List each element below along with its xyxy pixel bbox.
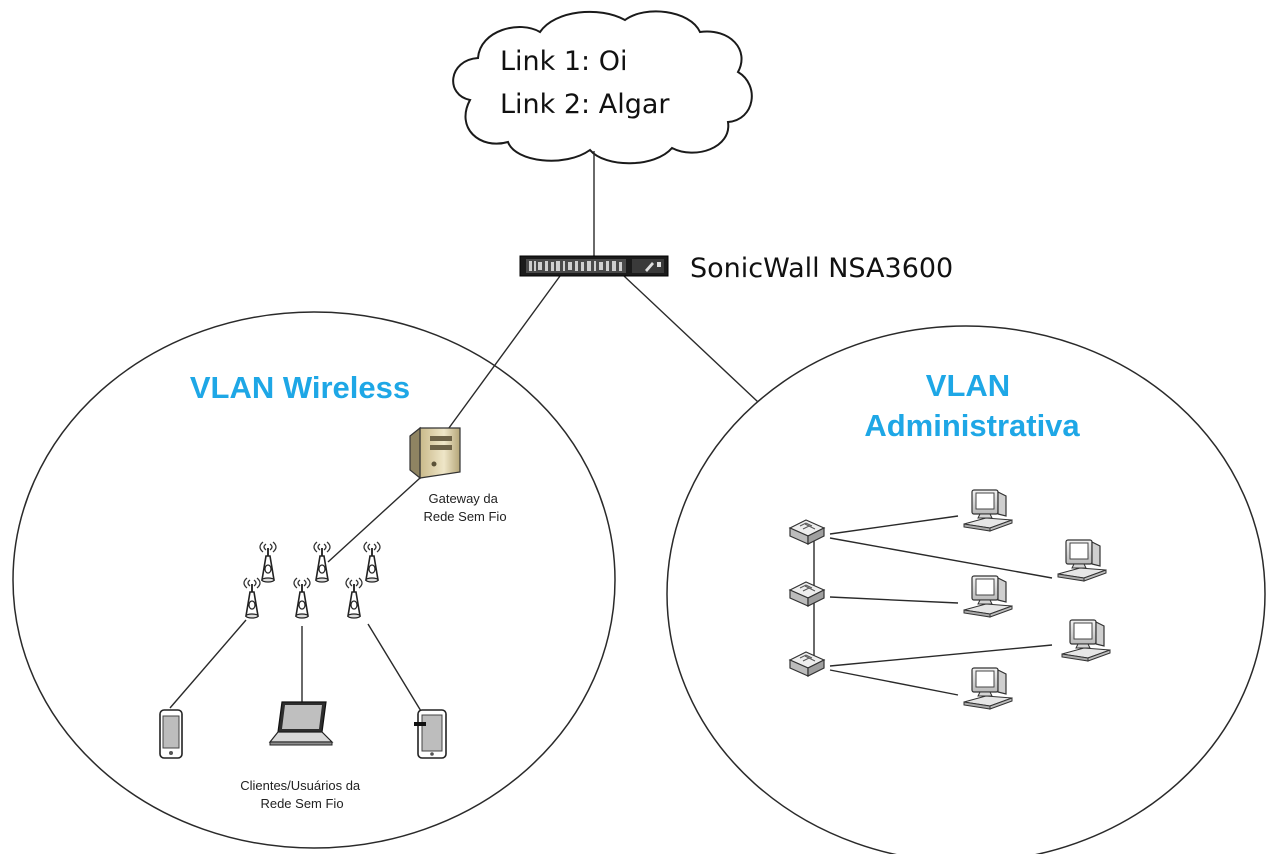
access-point-icon: [243, 577, 261, 619]
desktop-computer-icon: [963, 489, 1013, 532]
vlan-admin-zone: VLAN Administrativa: [666, 325, 1266, 854]
connection-lines: [169, 151, 759, 717]
vlan-wireless-boundary: [12, 311, 616, 849]
cloud-line-2: Link 2: Algar: [500, 89, 670, 120]
vlan-admin-title-line2: Administrativa: [864, 408, 1080, 443]
gateway-to-ap-link: [327, 477, 421, 563]
vlan-wireless-zone: VLAN Wireless Gateway da Rede Sem Fio: [12, 311, 616, 849]
gateway-label: Gateway da Rede Sem Fio: [423, 491, 506, 524]
gateway-server-icon: [409, 426, 461, 480]
admin-network-links: [813, 515, 1053, 696]
vlan-admin-title-line1: VLAN: [926, 368, 1010, 403]
access-point-icon: [313, 541, 331, 583]
ap-to-tablet-link: [367, 623, 425, 717]
desktop-computer-icon: [1057, 539, 1107, 582]
network-switch-icon: [789, 581, 825, 607]
ap-to-phone-link: [169, 619, 247, 709]
network-switch-icon: [789, 651, 825, 677]
smartphone-icon: [159, 709, 183, 759]
clients-label: Clientes/Usuários da Rede Sem Fio: [240, 778, 364, 811]
access-point-icon: [259, 541, 277, 583]
network-switch-icon: [789, 519, 825, 545]
vlan-wireless-title: VLAN Wireless: [190, 370, 410, 405]
cloud-line-1: Link 1: Oi: [500, 46, 628, 77]
vlan-admin-boundary: [666, 325, 1266, 854]
access-point-icon: [345, 577, 363, 619]
laptop-icon: [268, 701, 334, 746]
internet-cloud: Link 1: Oi Link 2: Algar: [452, 10, 753, 165]
desktop-computer-icon: [963, 667, 1013, 710]
tablet-icon: [414, 709, 447, 759]
firewall-label: SonicWall NSA3600: [690, 253, 953, 284]
access-point-icon: [363, 541, 381, 583]
desktop-computer-icon: [963, 575, 1013, 618]
access-point-icon: [293, 577, 311, 619]
firewall-to-admin-link: [623, 275, 759, 403]
desktop-computer-icon: [1061, 619, 1111, 662]
firewall-to-gateway-link: [445, 275, 561, 433]
firewall-appliance-icon: [519, 255, 669, 277]
